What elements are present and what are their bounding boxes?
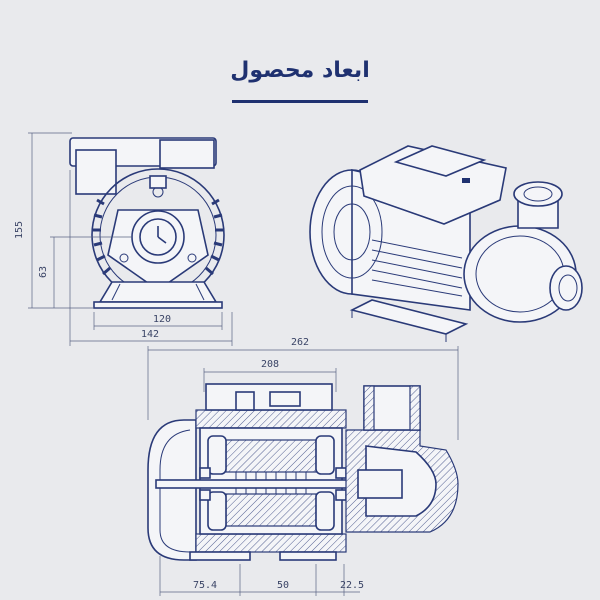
page-title: ابعاد محصول xyxy=(230,58,370,83)
front-view xyxy=(28,132,233,346)
dim-front-base-inner: 120 xyxy=(153,314,171,325)
dim-side-body-length: 208 xyxy=(261,359,279,370)
dim-side-bottom-2: 50 xyxy=(277,580,289,591)
dim-side-total-length: 262 xyxy=(291,337,309,348)
dim-front-shaft-height: 63 xyxy=(38,266,49,278)
section-view xyxy=(147,346,459,596)
dim-front-base-outer: 142 xyxy=(141,329,159,340)
dim-side-bottom-1: 75.4 xyxy=(193,580,217,591)
isometric-view xyxy=(309,145,583,342)
dim-side-bottom-3: 22.5 xyxy=(340,580,364,591)
dim-front-height: 155 xyxy=(14,221,25,239)
title-underline xyxy=(232,100,368,103)
